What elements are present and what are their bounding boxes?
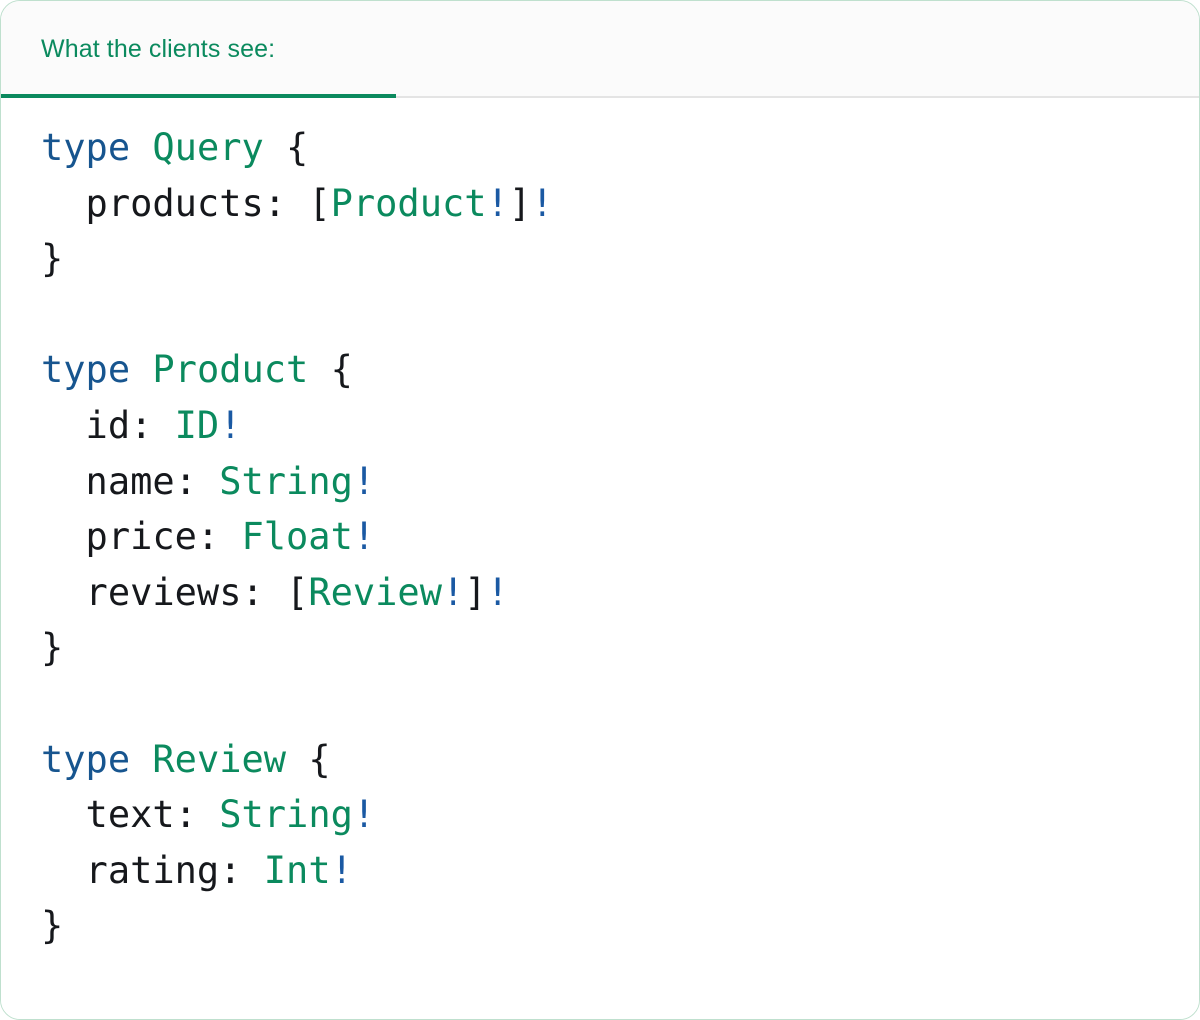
code-token-kw: type	[41, 126, 153, 169]
code-line	[41, 287, 1199, 343]
code-token-type: Query	[152, 126, 264, 169]
code-token-bang: !	[219, 403, 242, 447]
code-line: type Query {	[41, 120, 1199, 176]
code-token-type: ID	[174, 403, 220, 447]
tab-bar-divider	[1, 96, 1199, 98]
graphql-schema-code[interactable]: type Query { products: [Product!]!} type…	[1, 120, 1199, 954]
code-token-punc: [	[308, 181, 331, 225]
code-token-type: Product	[330, 181, 487, 225]
code-token-type: Float	[241, 515, 353, 559]
code-token-kw: type	[41, 737, 153, 781]
code-line: name: String!	[41, 454, 1199, 510]
code-line: id: ID!	[41, 398, 1199, 454]
code-token-punc: [	[286, 570, 309, 614]
code-token-punc: {	[286, 737, 331, 781]
code-token-type: String	[219, 459, 353, 503]
code-token-bang: !	[352, 459, 376, 503]
code-token-field: price:	[41, 515, 242, 559]
code-token-type: String	[219, 793, 353, 837]
code-token-punc: }	[41, 237, 64, 281]
code-line: }	[41, 620, 1199, 676]
code-line: }	[41, 231, 1199, 287]
code-token-bang: !	[486, 570, 509, 614]
code-token-bang: !	[531, 181, 554, 225]
code-token-field: id:	[41, 403, 175, 447]
tab-what-the-clients-see[interactable]: What the clients see:	[1, 1, 396, 98]
code-token-type: Product	[152, 348, 309, 392]
code-line	[41, 676, 1199, 732]
code-token-bang: !	[352, 515, 376, 559]
code-line: price: Float!	[41, 509, 1199, 565]
code-token-punc: }	[41, 626, 64, 670]
code-token-punc: ]	[508, 181, 532, 225]
code-token-type: Int	[263, 848, 331, 892]
code-token-bang: !	[486, 181, 509, 225]
tab-active-underline	[1, 94, 396, 98]
code-token-kw: type	[41, 348, 153, 392]
code-token-field: text:	[41, 793, 220, 837]
code-token-bang: !	[441, 570, 465, 614]
code-token-punc: {	[308, 348, 353, 392]
code-token-type: Review	[308, 570, 442, 614]
tab-bar: What the clients see:	[1, 1, 1199, 98]
tab-label: What the clients see:	[41, 35, 276, 63]
code-token-type: Review	[152, 737, 287, 781]
code-line: products: [Product!]!	[41, 176, 1199, 232]
code-line: type Product {	[41, 342, 1199, 398]
code-token-bang: !	[330, 848, 353, 892]
code-line: rating: Int!	[41, 843, 1199, 899]
code-token-punc: ]	[464, 570, 487, 614]
code-line: type Review {	[41, 732, 1199, 788]
code-line: reviews: [Review!]!	[41, 565, 1199, 621]
code-token-bang: !	[352, 793, 376, 837]
code-token-punc: }	[41, 904, 64, 948]
code-token-field: reviews:	[41, 570, 287, 614]
code-area[interactable]: type Query { products: [Product!]!} type…	[1, 98, 1199, 1019]
code-token-field: products:	[41, 181, 309, 225]
code-token-punc: {	[263, 126, 309, 169]
code-line: text: String!	[41, 787, 1199, 843]
code-token-field: rating:	[41, 848, 264, 892]
code-token-field: name:	[41, 459, 220, 503]
code-line: }	[41, 898, 1199, 954]
